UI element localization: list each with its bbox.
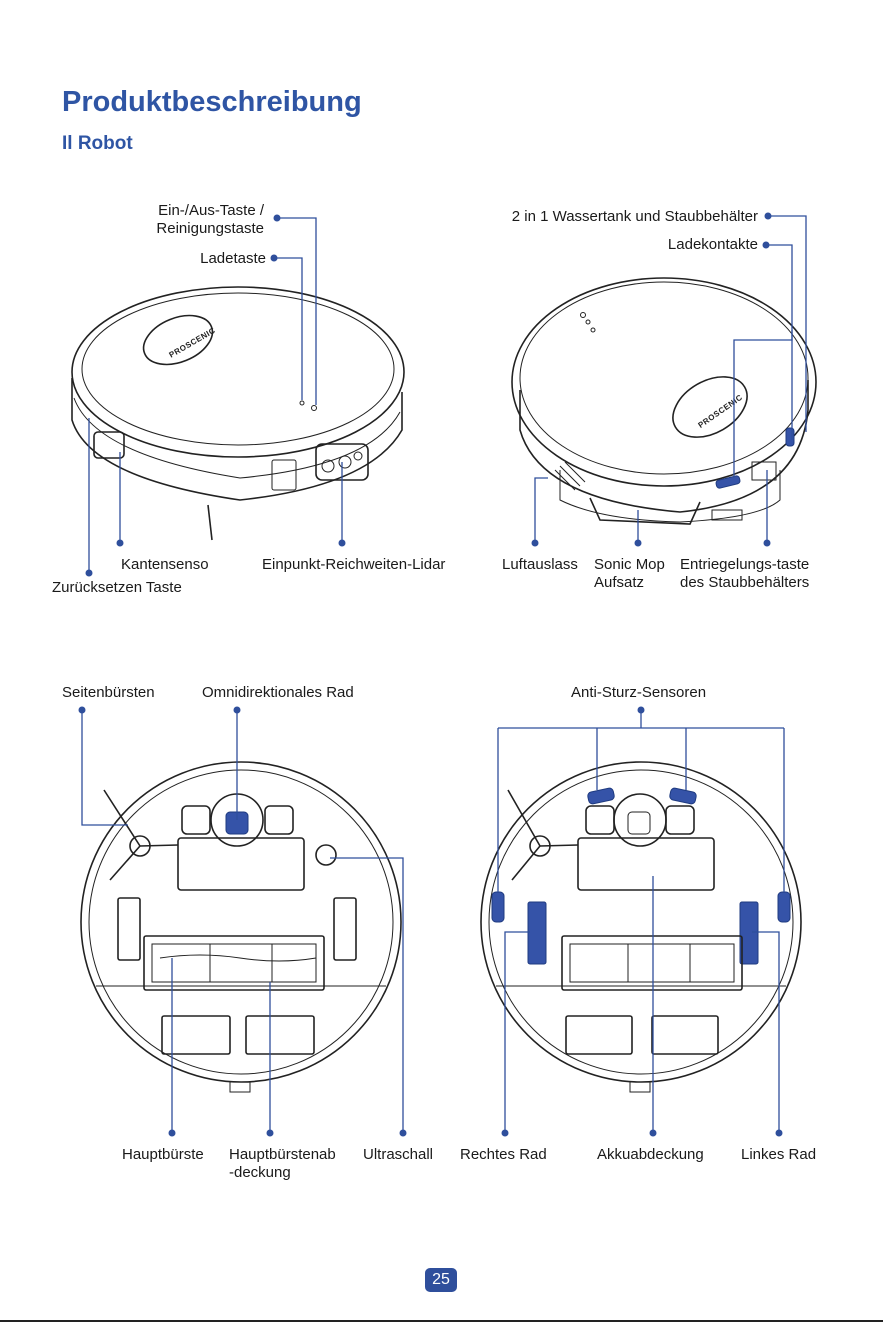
label-power-button: Ein-/Aus-Taste / Reinigungstaste: [140, 202, 264, 238]
robot-underside-right: [480, 761, 802, 1093]
robot-front-view: PROSCENIC: [71, 286, 405, 541]
label-cliff-sensors: Anti-Sturz-Sensoren: [571, 684, 707, 701]
label-power-line2: Reinigungstaste: [156, 220, 264, 237]
label-release-line1: Entriegelungs-taste: [680, 556, 810, 573]
section-subtitle: Il Robot: [62, 133, 133, 154]
label-lidar: Einpunkt-Reichweiten-Lidar: [262, 556, 446, 573]
page-title: Produktbeschreibung: [62, 86, 362, 118]
footer-rule: [0, 1320, 883, 1322]
label-charge-contacts: Ladekontakte: [667, 236, 758, 253]
label-tank: 2 in 1 Wassertank und Staubbehälter: [511, 208, 758, 225]
robot-underside-left: [80, 761, 402, 1093]
label-charge-button: Ladetaste: [200, 250, 266, 267]
logo-text: PROSCENIC: [696, 393, 744, 430]
robot-rear-view: PROSCENIC: [511, 277, 817, 525]
label-left-wheel: Linkes Rad: [741, 1146, 817, 1163]
label-side-brushes: Seitenbürsten: [62, 684, 155, 701]
label-brush-cover: Hauptbürstenab -deckung: [229, 1146, 336, 1182]
label-omni-wheel: Omnidirektionales Rad: [202, 684, 354, 701]
label-air-outlet: Luftauslass: [502, 556, 578, 573]
label-sonic-mop-line1: Sonic Mop: [594, 556, 665, 573]
label-sonic-mop-line2: Aufsatz: [594, 574, 645, 591]
label-reset-button: Zurücksetzen Taste: [52, 579, 182, 596]
label-edge-sensor: Kantensenso: [121, 556, 209, 573]
label-battery-cover: Akkuabdeckung: [597, 1146, 704, 1163]
label-ultrasonic: Ultraschall: [363, 1146, 434, 1163]
label-release-button: Entriegelungs-taste des Staubbehälters: [680, 556, 809, 592]
label-main-brush: Hauptbürste: [122, 1146, 204, 1163]
label-sonic-mop: Sonic Mop Aufsatz: [594, 556, 665, 592]
label-brush-cover-line1: Hauptbürstenab: [229, 1146, 336, 1163]
label-release-line2: des Staubbehälters: [680, 574, 810, 591]
page-number: 25: [425, 1268, 457, 1292]
label-brush-cover-line2: -deckung: [229, 1164, 291, 1181]
leader-lines: [78, 212, 807, 1137]
label-power-line1: Ein-/Aus-Taste /: [158, 202, 264, 219]
label-right-wheel: Rechtes Rad: [460, 1146, 547, 1163]
